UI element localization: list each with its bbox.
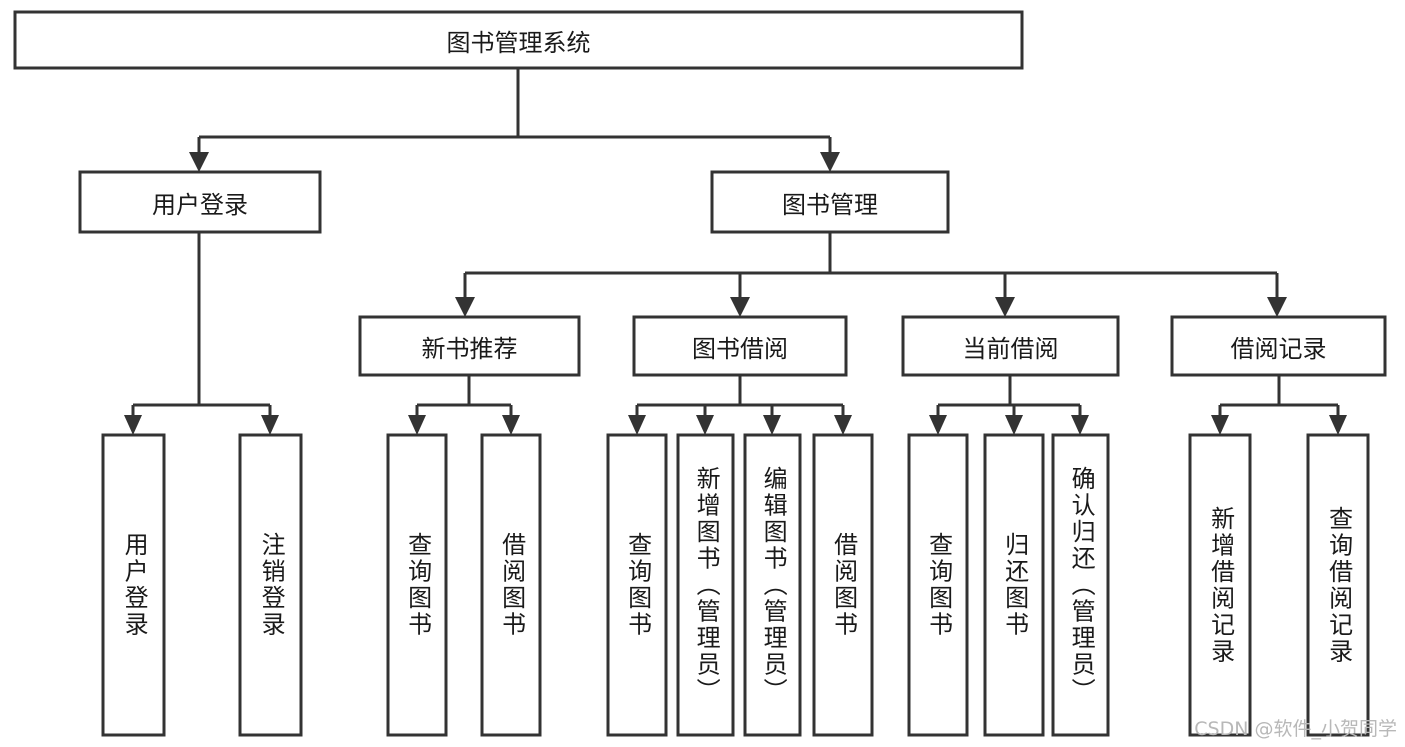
leaf-label-add-book: 新增图书（管理员） xyxy=(692,465,721,705)
arrowhead-leaf-add-book xyxy=(696,415,714,435)
leaf-box-confirm-return[interactable] xyxy=(1051,433,1110,737)
arrowhead-new-book-rec xyxy=(455,297,475,317)
node-current-borrow-label: 当前借阅 xyxy=(962,334,1059,363)
leaf-label-logout: 注销登录 xyxy=(257,532,286,638)
leaf-box-query-record[interactable] xyxy=(1306,433,1370,737)
node-book-manage-label: 图书管理 xyxy=(782,190,878,219)
leaf-box-borrow-book-rec[interactable] xyxy=(480,433,542,737)
leaf-label-borrow-book: 借阅图书 xyxy=(829,532,858,638)
leaf-label-query-book-rec: 查询图书 xyxy=(403,532,432,638)
leaf-label-query-book: 查询图书 xyxy=(623,532,652,638)
leaf-label-confirm-return: 确认归还（管理员） xyxy=(1067,465,1096,705)
leaf-box-logout[interactable] xyxy=(238,433,303,737)
node-borrow-record-label: 借阅记录 xyxy=(1230,334,1327,363)
node-new-book-rec-box[interactable] xyxy=(358,315,581,377)
arrowhead-leaf-edit-book xyxy=(763,415,781,435)
leaf-box-edit-book[interactable] xyxy=(743,433,802,737)
leaf-label-borrow-book-rec: 借阅图书 xyxy=(497,532,526,638)
node-root-box[interactable] xyxy=(13,10,1024,70)
arrowhead-leaf-user-login xyxy=(124,415,142,435)
leaf-box-return-book[interactable] xyxy=(983,433,1045,737)
leaf-label-edit-book: 编辑图书（管理员） xyxy=(759,465,788,705)
arrowhead-leaf-query-record xyxy=(1329,415,1347,435)
arrowhead-book-manage xyxy=(820,152,840,172)
arrowhead-leaf-query-book xyxy=(628,415,646,435)
arrowhead-book-borrow xyxy=(730,297,750,317)
leaf-box-add-book[interactable] xyxy=(676,433,735,737)
leaf-label-user-login: 用户登录 xyxy=(120,532,149,638)
leaf-label-query-record: 查询借阅记录 xyxy=(1324,505,1353,665)
arrowhead-borrow-record xyxy=(1267,297,1287,317)
node-user-login-label: 用户登录 xyxy=(152,190,248,219)
arrowhead-leaf-logout xyxy=(261,415,279,435)
arrowhead-leaf-query-book-cur xyxy=(929,415,947,435)
leaf-box-user-login[interactable] xyxy=(101,433,166,737)
arrowhead-leaf-borrow-book xyxy=(834,415,852,435)
arrowhead-leaf-add-record xyxy=(1211,415,1229,435)
arrowhead-current-borrow xyxy=(995,297,1015,317)
csdn-watermark: CSDN @软件_小贺同学 xyxy=(1194,718,1397,740)
node-book-borrow-box[interactable] xyxy=(632,315,848,377)
arrowhead-leaf-borrow-book-rec xyxy=(502,415,520,435)
node-book-borrow-label: 图书借阅 xyxy=(692,334,788,363)
node-user-login-box[interactable] xyxy=(78,170,322,234)
node-current-borrow-box[interactable] xyxy=(901,315,1120,377)
node-root-label: 图书管理系统 xyxy=(446,28,591,57)
arrowhead-user-login xyxy=(189,152,209,172)
leaf-box-query-book-cur[interactable] xyxy=(907,433,969,737)
node-book-manage-box[interactable] xyxy=(710,170,950,234)
leaf-box-borrow-book[interactable] xyxy=(812,433,874,737)
leaf-label-add-record: 新增借阅记录 xyxy=(1206,505,1235,665)
arrowhead-leaf-return-book xyxy=(1005,415,1023,435)
arrowhead-leaf-confirm-return xyxy=(1071,415,1089,435)
leaf-box-add-record[interactable] xyxy=(1188,433,1252,737)
node-new-book-rec-label: 新书推荐 xyxy=(421,334,518,363)
leaf-label-query-book-cur: 查询图书 xyxy=(924,532,953,638)
leaf-box-query-book-rec[interactable] xyxy=(386,433,448,737)
leaf-label-return-book: 归还图书 xyxy=(1000,532,1029,638)
arrowhead-leaf-query-book-rec xyxy=(408,415,426,435)
leaf-box-query-book[interactable] xyxy=(606,433,668,737)
